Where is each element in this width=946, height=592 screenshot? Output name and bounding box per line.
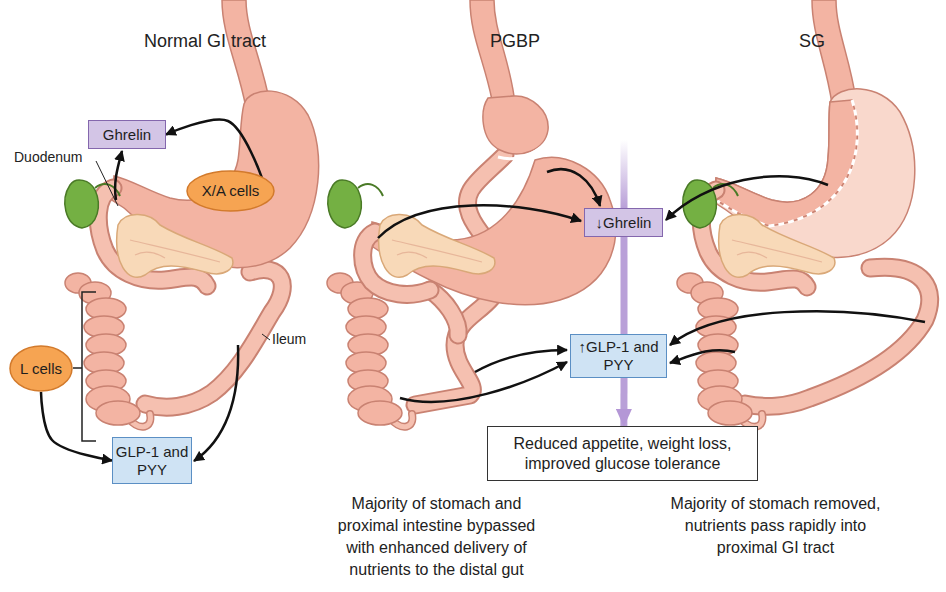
pathway-arrow [621, 140, 628, 208]
gastric-remnant [370, 157, 616, 304]
colon [65, 273, 150, 427]
node-text: ↑GLP-1 and PYY [571, 338, 666, 374]
hormone-box: Ghrelin [88, 120, 166, 149]
arrow [666, 176, 828, 220]
pancreas [719, 214, 835, 277]
arrow [475, 350, 567, 372]
connector-arrow [41, 392, 112, 461]
cell-ellipse: L cells [9, 345, 73, 392]
node-text: GLP-1 and PYY [113, 443, 191, 479]
cell-shape [187, 171, 274, 211]
arrow [547, 169, 600, 206]
node-text: X/A cells [202, 182, 260, 200]
gallbladder [328, 180, 383, 228]
gallbladder [65, 180, 120, 228]
part-label: Ileum [272, 331, 332, 348]
outcome-box: Reduced appetite, weight loss, improved … [487, 426, 758, 481]
esophagus [812, 0, 856, 104]
panel-caption: Majority of stomach and proximal intesti… [334, 493, 539, 581]
panel-title: Normal GI tract [110, 30, 300, 52]
node-text: Reduced appetite, weight loss, improved … [488, 434, 757, 472]
staple-line [498, 137, 550, 159]
pancreas [117, 214, 233, 277]
panel-title: SG [780, 30, 844, 52]
panel-title: PGBP [470, 30, 560, 52]
part-label: Duodenum [14, 149, 114, 166]
arrow [378, 205, 581, 238]
node-text: ↓Ghrelin [596, 214, 652, 232]
arrow [670, 350, 735, 363]
gallbladder [683, 180, 738, 228]
hormone-box: ↑GLP-1 and PYY [570, 334, 667, 378]
node-text: L cells [20, 360, 62, 378]
arrow [670, 311, 925, 345]
cut-line [716, 100, 857, 226]
cell-shape [10, 346, 72, 391]
panel-caption: Majority of stomach removed, nutrients p… [668, 493, 883, 559]
arrow [194, 345, 238, 461]
leader-line [262, 334, 270, 340]
hormone-box: GLP-1 and PYY [112, 437, 192, 484]
connector-arrow [620, 378, 627, 426]
arrow [115, 151, 122, 200]
hormone-box: ↓Ghrelin [584, 208, 663, 237]
cell-ellipse: X/A cells [186, 170, 275, 212]
connector-arrow [166, 120, 262, 178]
connector-arrow [620, 237, 627, 334]
gastric-pouch [483, 96, 548, 154]
node-text: Ghrelin [103, 126, 151, 144]
gastric-sleeve [716, 100, 857, 226]
bracket [73, 292, 96, 441]
